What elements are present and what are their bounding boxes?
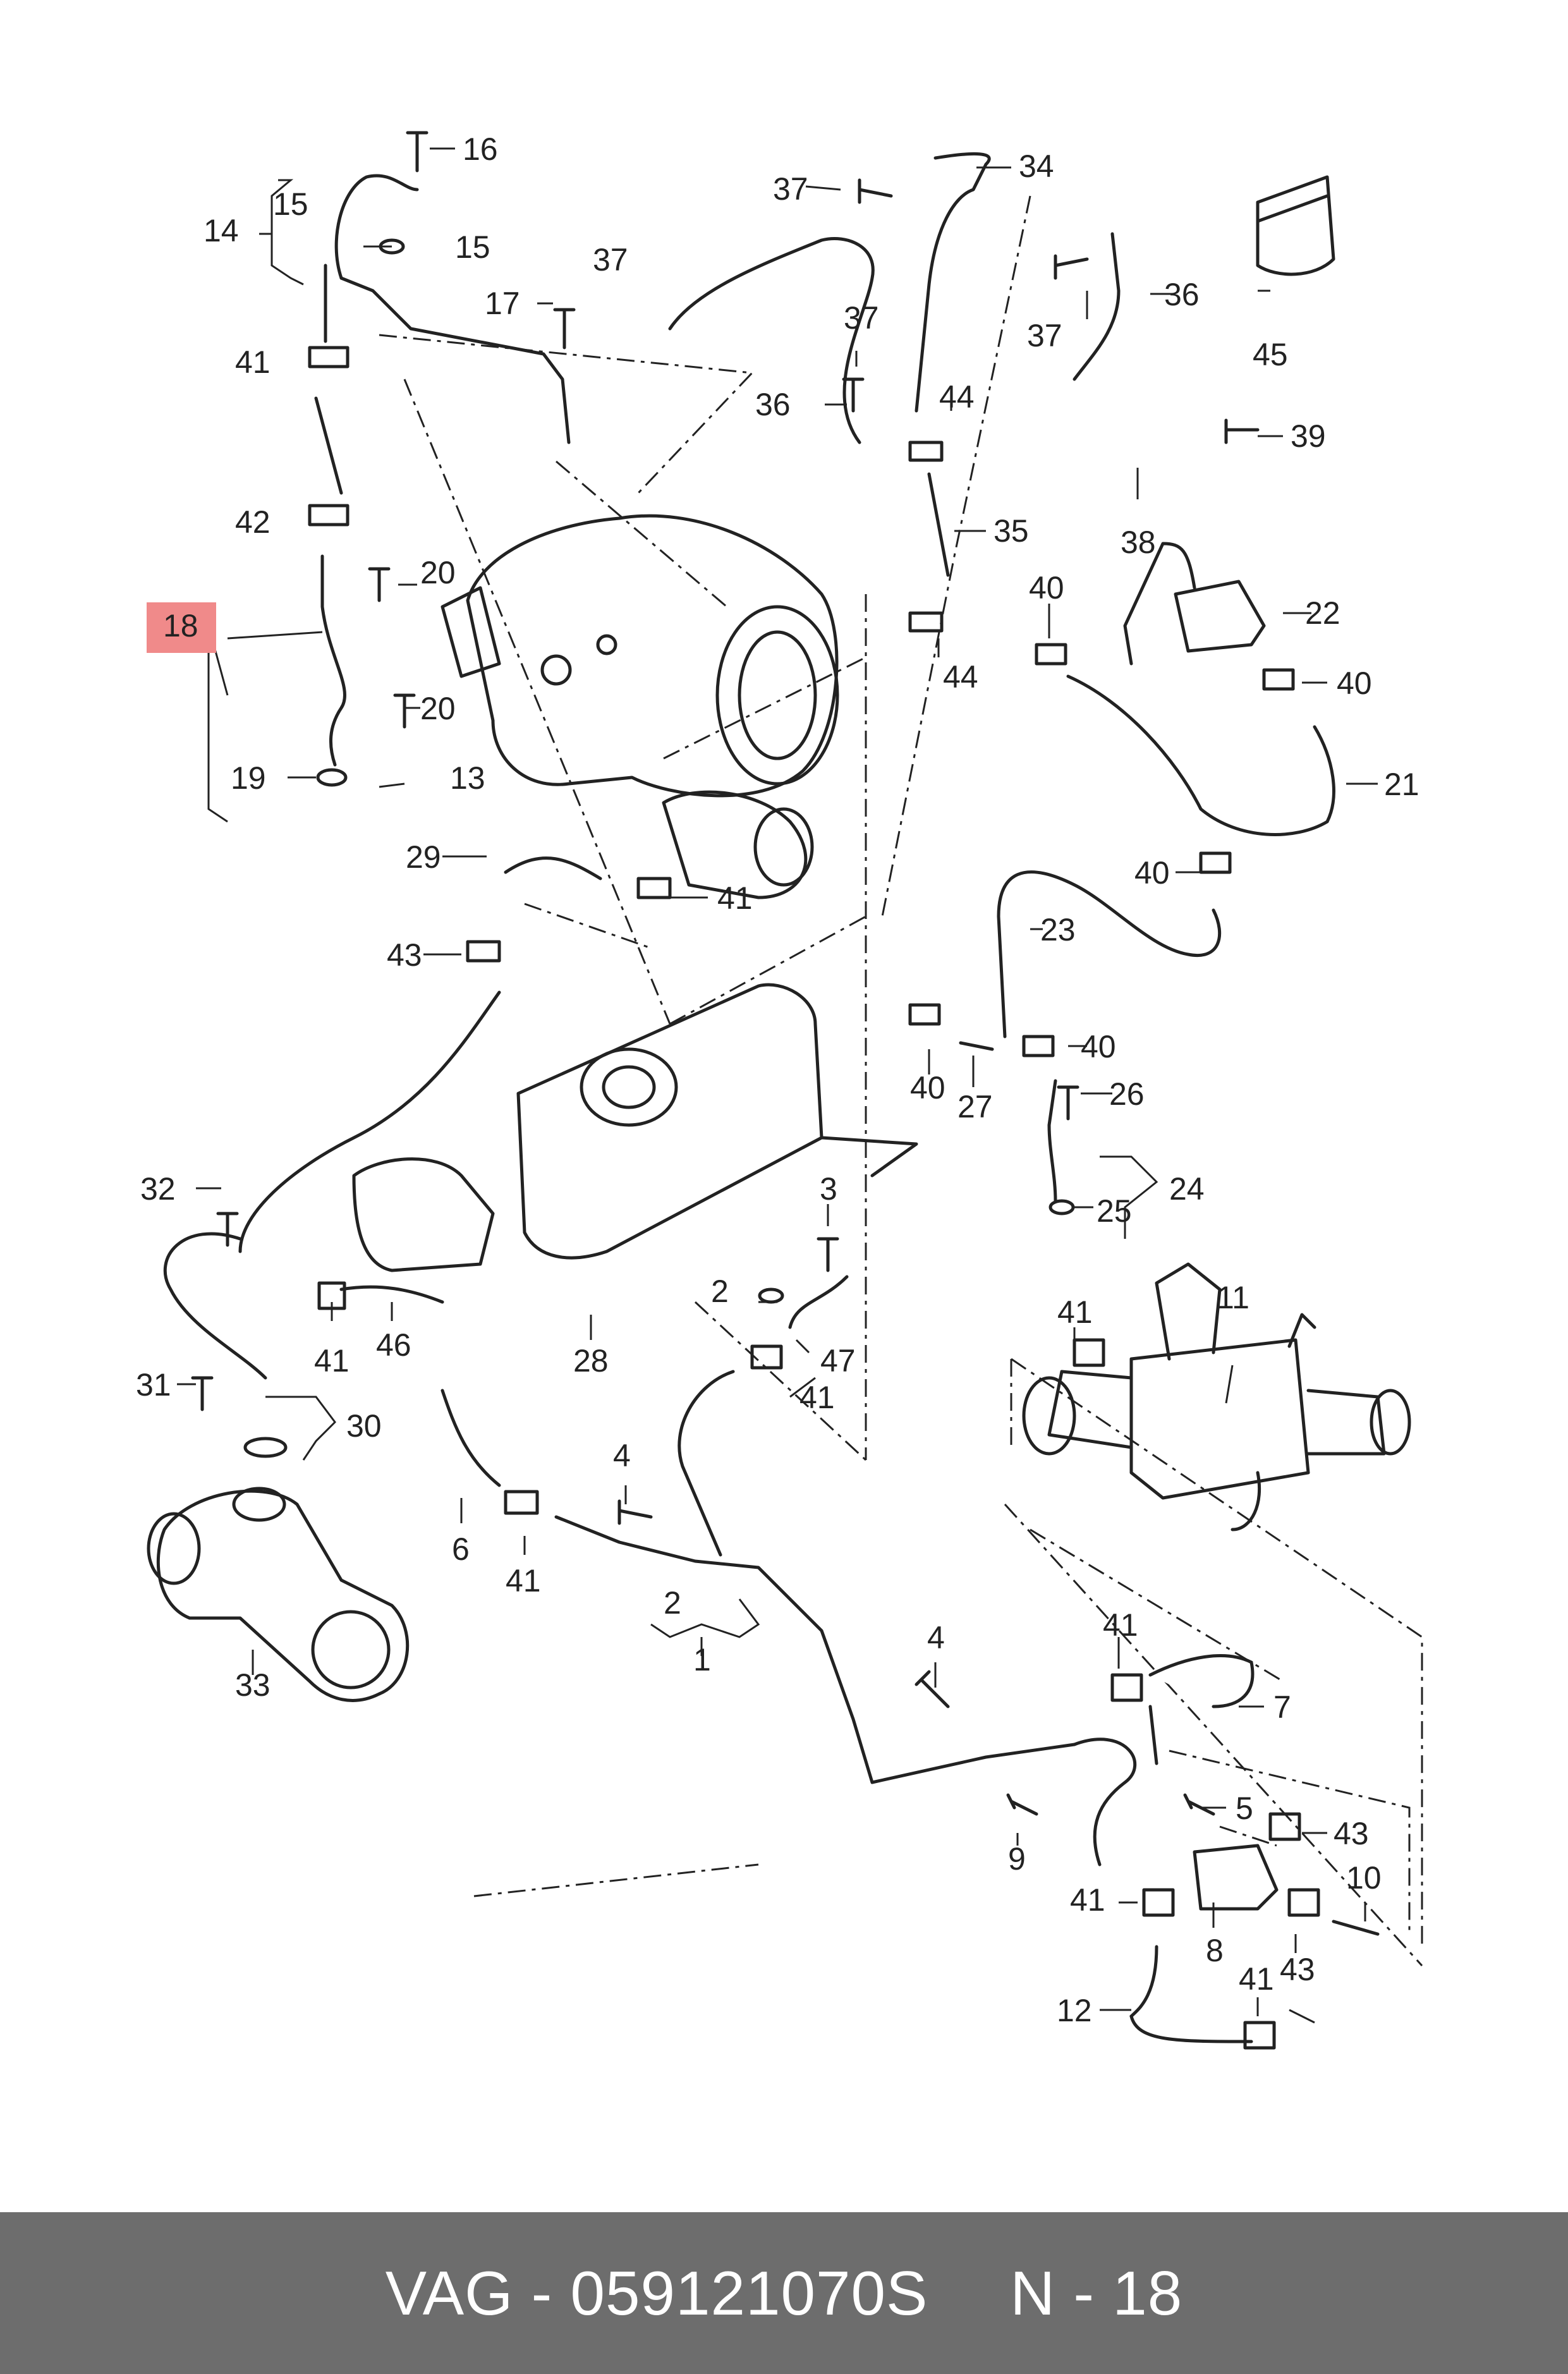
callout-35: 35 [994, 513, 1029, 549]
callout-41: 41 [1103, 1607, 1138, 1643]
callout-32: 32 [140, 1171, 176, 1207]
callout-4: 4 [613, 1438, 631, 1473]
callout-10: 10 [1346, 1860, 1382, 1896]
callout-leaders [177, 147, 1378, 2024]
callout-26: 26 [1109, 1076, 1145, 1112]
hoses [314, 396, 1380, 2043]
callout-47: 47 [820, 1343, 856, 1379]
callout-40: 40 [1029, 570, 1064, 606]
callout-41: 41 [235, 344, 270, 380]
callout-41: 41 [799, 1380, 835, 1415]
footer-position-separator: - [1073, 2258, 1095, 2328]
callout-37: 37 [1027, 318, 1062, 353]
callout-17: 17 [485, 286, 520, 321]
footer-separator: - [531, 2258, 553, 2328]
dashed-reference-lines [379, 195, 1423, 1967]
footer-brand: VAG [385, 2258, 514, 2328]
callout-28: 28 [573, 1343, 609, 1379]
callout-41: 41 [506, 1563, 541, 1598]
callout-11: 11 [1217, 1280, 1249, 1315]
callout-41: 41 [1070, 1882, 1105, 1918]
callout-43: 43 [387, 937, 422, 973]
callout-36: 36 [1164, 277, 1200, 312]
callout-labels: 16 15 14 15 17 37 34 37 37 36 44 35 37 3… [136, 131, 1419, 2028]
callout-45: 45 [1253, 337, 1288, 372]
callout-5: 5 [1236, 1791, 1253, 1826]
callout-37: 37 [593, 242, 628, 277]
callout-23: 23 [1040, 912, 1076, 947]
callout-41: 41 [717, 880, 753, 916]
callout-40: 40 [910, 1070, 945, 1105]
callout-44: 44 [943, 659, 978, 695]
callout-25: 25 [1097, 1193, 1132, 1229]
callout-1: 1 [693, 1642, 711, 1677]
callout-7: 7 [1273, 1689, 1291, 1725]
callout-41: 41 [1239, 1961, 1274, 1997]
highlighted-callout-box [147, 602, 216, 653]
callout-20: 20 [420, 555, 456, 590]
callout-33: 33 [235, 1667, 270, 1703]
callout-2: 2 [664, 1585, 681, 1621]
footer-position-prefix: N [1010, 2258, 1056, 2328]
callout-37: 37 [844, 300, 879, 336]
callout-40: 40 [1134, 855, 1170, 891]
callout-30: 30 [346, 1408, 382, 1444]
callout-12: 12 [1057, 1993, 1092, 2028]
bracket-45 [1256, 175, 1335, 276]
egr-cooler [352, 983, 918, 1272]
coolant-housing [147, 1487, 410, 1702]
callout-19: 19 [231, 760, 266, 796]
callout-43: 43 [1334, 1816, 1369, 1851]
callout-6: 6 [452, 1531, 470, 1567]
pipes [163, 152, 1158, 1866]
callout-34: 34 [1019, 149, 1054, 184]
callout-14: 14 [204, 213, 239, 248]
callout-24: 24 [1169, 1171, 1205, 1207]
callout-15: 15 [455, 229, 490, 265]
callout-3: 3 [820, 1171, 837, 1207]
callout-27: 27 [957, 1089, 993, 1124]
callout-42: 42 [235, 504, 270, 540]
callout-40: 40 [1081, 1029, 1116, 1064]
callout-18: 18 [163, 608, 198, 643]
part-footer: VAG - 059121070S N - 18 [0, 2212, 1568, 2374]
callout-4: 4 [927, 1620, 945, 1655]
turbocharger [441, 514, 839, 899]
callout-29: 29 [406, 839, 441, 875]
callout-36: 36 [755, 387, 791, 422]
callout-8: 8 [1206, 1933, 1224, 1968]
sensors [1123, 542, 1279, 1911]
footer-part-number: 059121070S [570, 2258, 928, 2328]
callout-31: 31 [136, 1367, 171, 1403]
callout-13: 13 [450, 760, 485, 796]
callout-37: 37 [773, 171, 808, 207]
callout-41: 41 [314, 1343, 349, 1379]
callout-40: 40 [1337, 666, 1372, 701]
footer-position-number: 18 [1112, 2258, 1183, 2328]
callout-16: 16 [463, 131, 498, 167]
callout-9: 9 [1008, 1841, 1026, 1877]
callout-2: 2 [711, 1274, 729, 1309]
callout-21: 21 [1384, 767, 1419, 802]
callout-41: 41 [1057, 1294, 1093, 1330]
callout-22: 22 [1305, 595, 1340, 631]
callout-43: 43 [1280, 1952, 1315, 1987]
callout-44: 44 [939, 379, 975, 415]
exploded-parts-diagram: 16 15 14 15 17 37 34 37 37 36 44 35 37 3… [136, 131, 1423, 2050]
callout-15: 15 [273, 186, 308, 222]
callout-39: 39 [1291, 418, 1326, 454]
small-egr-cooler [1022, 1262, 1411, 1531]
callout-38: 38 [1121, 525, 1156, 560]
callout-20: 20 [420, 691, 456, 726]
callout-46: 46 [376, 1327, 411, 1363]
